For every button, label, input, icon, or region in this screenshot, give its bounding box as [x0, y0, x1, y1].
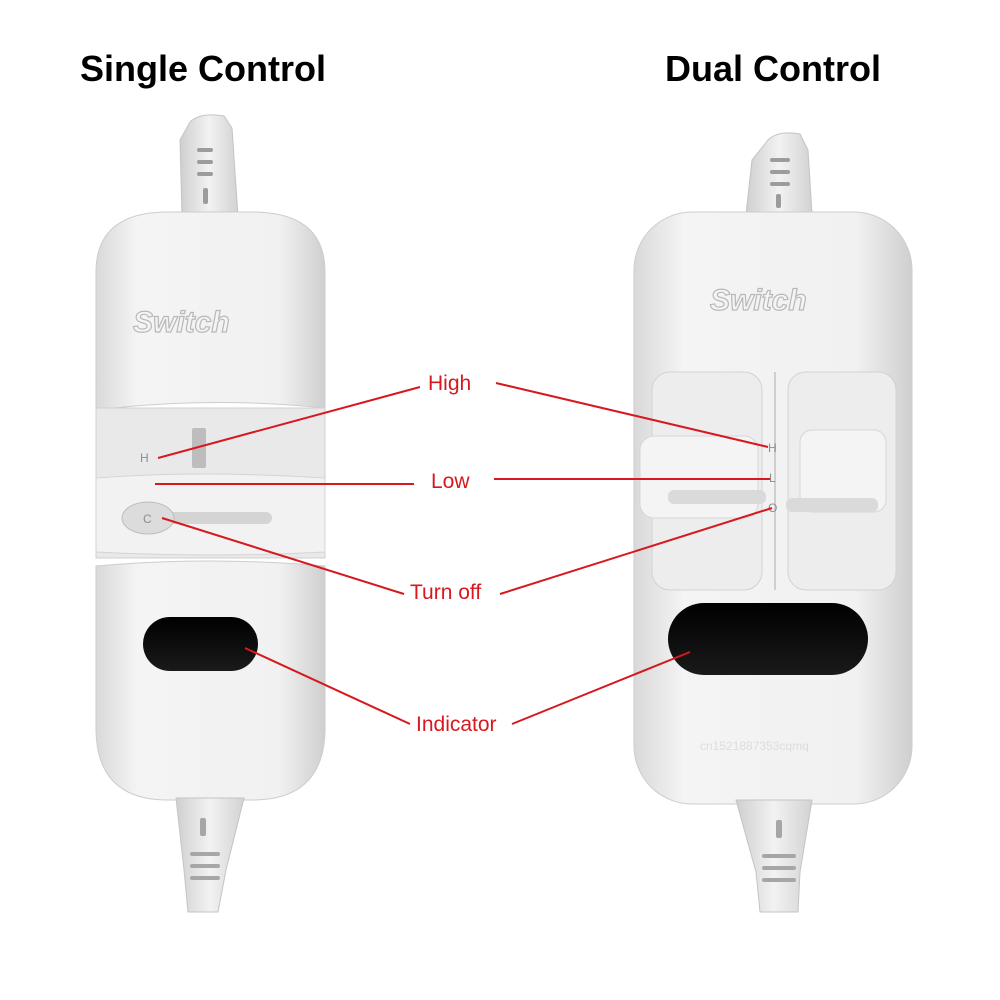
- single-top-strain-relief: [197, 148, 213, 204]
- single-mark-high: H: [140, 451, 149, 465]
- dual-right-slider-track: [786, 498, 878, 512]
- single-bottom-housing: [95, 560, 326, 801]
- callout-low: Low: [431, 470, 470, 493]
- callout-line-off-single: [161, 517, 405, 595]
- callout-line-off-dual: [499, 507, 773, 595]
- dual-indicator-window: [668, 603, 868, 675]
- single-slot-indicator: [192, 428, 206, 468]
- dual-left-slider-guard: [639, 435, 759, 519]
- dual-control-heading: Dual Control: [665, 48, 881, 89]
- callout-indicator: Indicator: [416, 713, 497, 736]
- callout-line-indicator-single: [244, 647, 411, 725]
- dual-top-strain-relief: [770, 158, 790, 208]
- dual-brand-logo: Switch: [710, 284, 807, 317]
- single-bottom-strain-relief: [190, 818, 220, 880]
- dual-mark-off: O: [768, 501, 777, 515]
- single-indicator-window: [143, 617, 258, 671]
- dual-bottom-strain-relief: [762, 820, 796, 882]
- single-top-cord: [179, 114, 239, 217]
- single-brand-logo: Switch: [133, 306, 230, 339]
- single-mark-off: C: [143, 512, 152, 526]
- dual-control-device: Switch H L O cn1521887353cqmq: [633, 132, 913, 913]
- dual-watermark: cn1521887353cqmq: [700, 739, 809, 753]
- dual-mark-high: H: [768, 441, 777, 455]
- single-control-device: Switch H C: [95, 114, 326, 913]
- callout-line-high-single: [157, 386, 421, 459]
- single-top-housing: [95, 211, 326, 411]
- dual-mark-low: L: [769, 471, 776, 485]
- single-slider-track: [160, 512, 272, 524]
- single-control-heading: Single Control: [80, 48, 326, 89]
- callout-high: High: [428, 372, 472, 395]
- single-slider-knob: [121, 501, 175, 535]
- dual-left-slider-track: [668, 490, 766, 504]
- callout-line-high-dual: [495, 382, 769, 448]
- callout-line-indicator-dual: [511, 651, 691, 725]
- callout-lines: [155, 382, 773, 725]
- callout-turn-off: Turn off: [410, 581, 482, 604]
